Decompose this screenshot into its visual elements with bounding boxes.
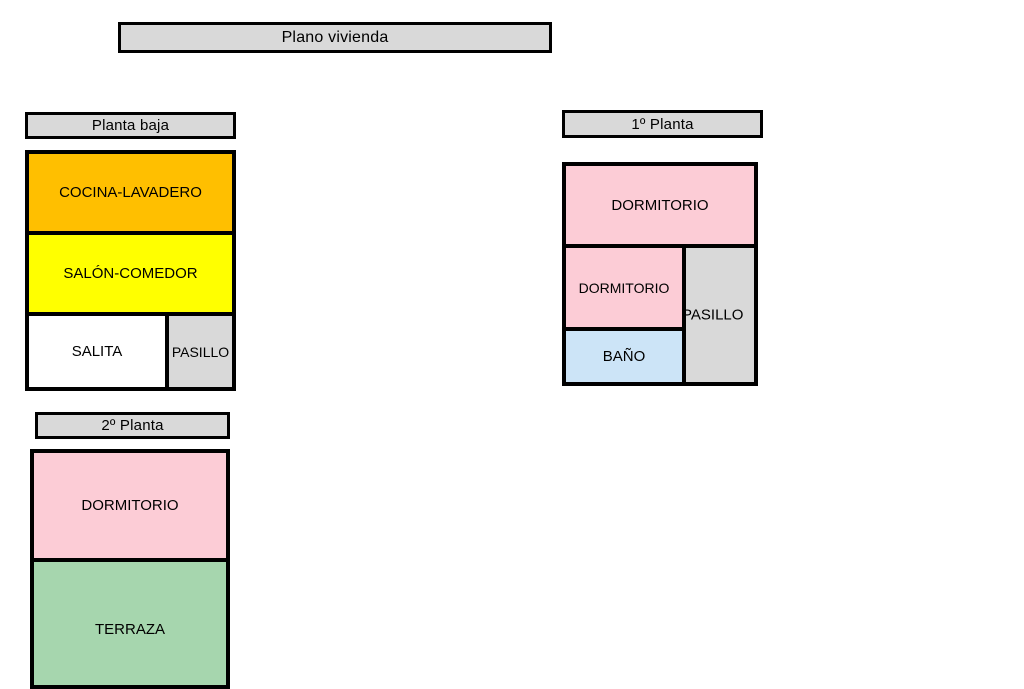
room-salon-comedor[interactable]: SALÓN-COMEDOR (29, 235, 232, 316)
floor-plan-segunda-planta: DORMITORIO TERRAZA (30, 449, 230, 689)
room-label-salon-comedor: SALÓN-COMEDOR (63, 265, 198, 282)
page-title: Plano vivienda (118, 22, 552, 53)
room-label-terraza: TERRAZA (94, 621, 166, 638)
room-label-dormitorio-primera-1: DORMITORIO (611, 196, 709, 214)
room-dormitorio-primera-1[interactable]: DORMITORIO (566, 166, 754, 248)
floor-caption-planta-baja: Planta baja (25, 112, 236, 139)
room-label-bano: BAÑO (602, 348, 646, 365)
room-label-cocina-lavadero: COCINA-LAVADERO (59, 184, 202, 201)
room-pasillo-planta-baja[interactable]: PASILLO (169, 316, 232, 387)
room-label-pasillo-primera-planta: PASILLO (682, 306, 744, 324)
room-terraza[interactable]: TERRAZA (34, 562, 226, 685)
floor-caption-primera-planta: 1º Planta (562, 110, 763, 138)
room-dormitorio-segunda[interactable]: DORMITORIO (34, 453, 226, 562)
room-label-salita: SALITA (71, 343, 123, 360)
room-label-pasillo-planta-baja: PASILLO (171, 343, 230, 360)
room-label-dormitorio-segunda: DORMITORIO (81, 497, 179, 514)
room-pasillo-primera-planta[interactable]: PASILLO (682, 248, 754, 382)
room-bano[interactable]: BAÑO (566, 331, 686, 382)
floor-caption-segunda-planta: 2º Planta (35, 412, 230, 439)
floor-plan-primera-planta: DORMITORIO DORMITORIO BAÑO PASILLO (562, 162, 758, 386)
room-salita[interactable]: SALITA (29, 316, 169, 387)
room-label-dormitorio-primera-2: DORMITORIO (578, 279, 670, 296)
floor-plan-planta-baja: COCINA-LAVADERO SALÓN-COMEDOR SALITA PAS… (25, 150, 236, 391)
room-dormitorio-primera-2[interactable]: DORMITORIO (566, 248, 686, 331)
room-cocina-lavadero[interactable]: COCINA-LAVADERO (29, 154, 232, 235)
